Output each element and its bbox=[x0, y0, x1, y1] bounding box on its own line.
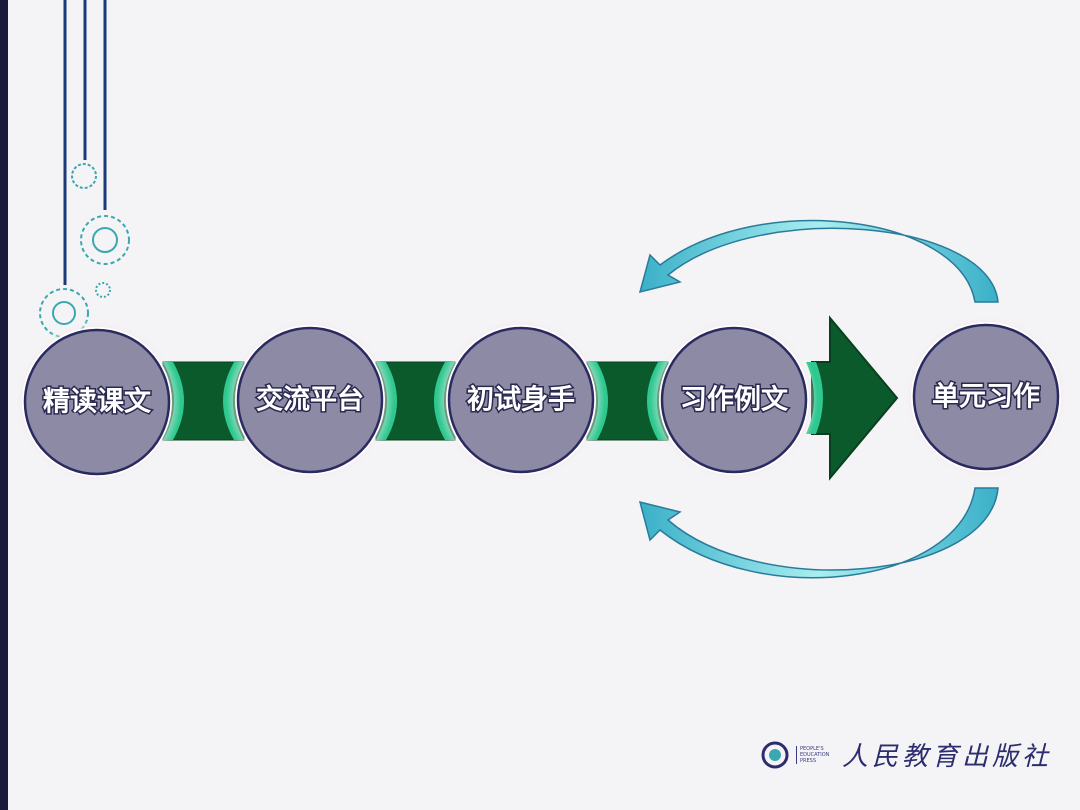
node-circle bbox=[660, 326, 808, 474]
big-arrow-icon bbox=[811, 315, 899, 481]
step-node: 习作例文 bbox=[650, 316, 818, 484]
step-label: 习作例文 bbox=[680, 384, 789, 416]
step-label: 单元习作 bbox=[932, 382, 1040, 413]
publisher-name-en: PEOPLE'S EDUCATION PRESS bbox=[796, 745, 836, 764]
step-node: 单元习作 bbox=[902, 313, 1070, 481]
step-label: 精读课文 bbox=[43, 386, 152, 418]
step-label: 交流平台 bbox=[256, 384, 364, 416]
publisher-emblem-icon bbox=[761, 741, 789, 768]
node-circle bbox=[447, 326, 595, 474]
step-node: 精读课文 bbox=[13, 318, 181, 486]
snowflake-icon bbox=[39, 163, 130, 338]
loop-arrow-bottom-icon bbox=[638, 487, 999, 579]
loop-arrow-top-icon bbox=[638, 219, 999, 303]
node-circle bbox=[236, 326, 384, 474]
left-edge bbox=[0, 0, 8, 810]
publisher-name-cn: 人民教育出版社 bbox=[842, 742, 1053, 772]
step-node: 初试身手 bbox=[437, 316, 605, 484]
node-circle bbox=[912, 323, 1060, 471]
step-label: 初试身手 bbox=[467, 384, 575, 416]
step-node: 交流平台 bbox=[226, 316, 394, 484]
publisher-logo: PEOPLE'S EDUCATION PRESS 人民教育出版社 bbox=[760, 736, 1052, 773]
hanging-ornaments bbox=[63, 0, 107, 285]
node-circle bbox=[23, 328, 171, 476]
